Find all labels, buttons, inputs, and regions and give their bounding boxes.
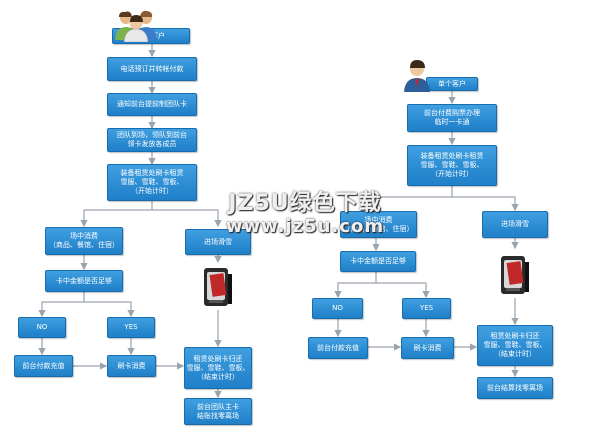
single-person-icon [404,60,430,92]
single-balance-check-box: 卡中金额是否足够 [340,251,416,272]
group-no-box: NO [18,317,66,338]
single-enter-ski-box: 进场滑雪 [482,211,548,238]
group-on-site-consumption-box: 场中消费 （商品、餐馆、住宿） [45,227,123,255]
group-front-recharge-box: 前台付款充值 [14,355,73,377]
single-swipe-consume-box: 刷卡消费 [401,337,454,359]
group-arrive-distribute-box: 团队到场，领队到前台 领卡发放各成员 [107,128,197,152]
single-customer-box: 单个客户 [426,77,478,91]
group-rent-equipment-box: 装备租赁处刷卡租赁 雪服、雪鞋、雪板、 （开始计时） [107,164,197,201]
single-no-box: NO [312,298,363,319]
group-phone-booking-box: 电话预订并转帐付款 [107,57,197,81]
group-swipe-consume-box: 刷卡消费 [107,355,156,377]
group-balance-check-box: 卡中金额是否足够 [45,270,123,292]
group-settle-box: 前台团队主卡 结账找零离场 [184,398,252,425]
group-notify-front-desk-box: 通知前台提前制团队卡 [107,93,197,116]
group-yes-box: YES [107,317,155,338]
group-enter-ski-box: 进场滑雪 [185,229,251,255]
group-return-equipment-box: 租赁处刷卡归还 雪服、雪鞋、雪板、 （结束计时） [184,347,252,389]
single-settle-box: 前台结算找零离场 [477,377,553,399]
single-yes-box: YES [402,298,451,319]
single-return-equipment-box: 租赁处刷卡归还 雪服、雪鞋、雪板、 （结束计时） [477,325,553,366]
group-people-icon [115,10,157,42]
single-front-recharge-box: 前台付款充值 [308,337,368,359]
card-reader-icon [204,268,232,306]
single-buy-ticket-box: 前台付费购票办理 临时一卡通 [407,104,497,132]
card-reader-icon [501,256,529,294]
single-rent-equipment-box: 装备租赁处刷卡租赁 雪服、雪鞋、雪板、 （开始计时） [407,145,497,186]
single-on-site-consumption-box: 场中消费 （商品、餐馆、住宿） [340,211,417,238]
